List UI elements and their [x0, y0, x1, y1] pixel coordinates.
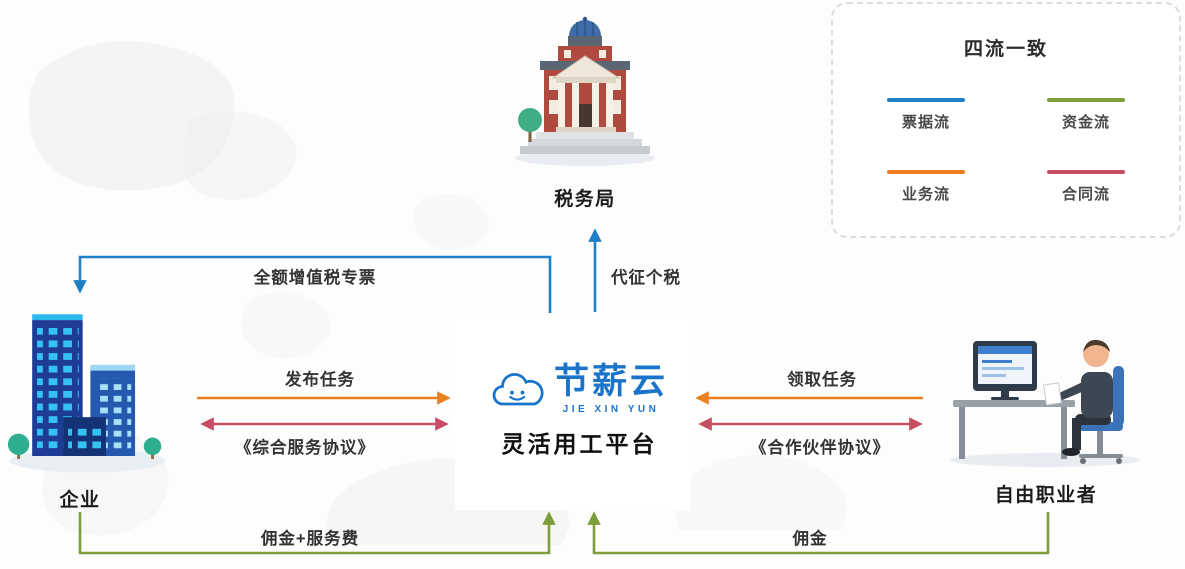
platform-subtitle: 灵活用工平台 [501, 430, 658, 457]
legend-title: 四流一致 [963, 39, 1048, 60]
dome-finial [582, 16, 588, 22]
architrave [556, 78, 616, 83]
building-steps [520, 132, 650, 154]
brand-row: 节薪云 JIE XIN YUN [491, 362, 668, 415]
flow-label-commission: 佣金 [792, 530, 828, 548]
brand-text-column: 节薪云 JIE XIN YUN [553, 362, 668, 415]
legend-card: 四流一致 票据流 资金流 业务流 合同流 [831, 2, 1181, 238]
legend-label: 合同流 [1061, 186, 1110, 203]
freelancer-label: 自由职业者 [994, 485, 1098, 506]
desk [953, 400, 1075, 459]
dome-pedestal [568, 36, 602, 46]
flow-label-withhold-tax: 代征个税 [611, 269, 681, 287]
business-flow-color-bar [887, 170, 965, 174]
freelancer-person [1043, 339, 1113, 456]
tree [7, 433, 30, 459]
side-windows [549, 76, 621, 114]
enterprise-label: 企业 [59, 490, 101, 511]
legend-label: 资金流 [1061, 114, 1110, 131]
platform-brand-name: 节薪云 [553, 362, 668, 402]
tax-bureau-label: 税务局 [554, 189, 616, 210]
flow-label-commission-service-fee: 佣金+服务费 [260, 530, 360, 548]
invoice-flow-color-bar [887, 98, 965, 102]
arrow-commission [587, 511, 1050, 555]
tax-bureau-illustration [515, 16, 655, 166]
tree [518, 108, 542, 142]
dome-ribs [576, 20, 594, 36]
arrow-vat-invoice [73, 255, 552, 313]
flow-label-service-agreement: 《综合服务协议》 [235, 439, 375, 457]
enterprise-illustration [7, 314, 166, 473]
tree [143, 437, 162, 459]
capital-flow-color-bar [1047, 98, 1125, 102]
arrow-commission-service-fee [78, 511, 556, 555]
contract-flow-color-bar [1047, 170, 1125, 174]
columns [558, 83, 613, 127]
freelancer-illustration [950, 339, 1140, 467]
platform-brand-latin: JIE XIN YUN [562, 403, 660, 415]
legend-item-business-flow: 业务流 [887, 170, 965, 204]
flow-label-partner-agreement: 《合作伙伴协议》 [750, 439, 890, 457]
platform-card: 节薪云 JIE XIN YUN 灵活用工平台 [455, 313, 690, 510]
monitor-icon [973, 341, 1037, 400]
legend-label: 票据流 [901, 114, 950, 131]
entrance-door [579, 104, 592, 127]
flow-label-publish-task: 发布任务 [285, 371, 355, 389]
legend-label: 业务流 [901, 186, 950, 203]
attic [558, 46, 612, 61]
cloud-logo-icon [492, 372, 544, 405]
legend-item-invoice-flow: 票据流 [887, 98, 965, 132]
flow-label-vat-invoice: 全额增值税专票 [253, 269, 377, 287]
legend-item-capital-flow: 资金流 [1047, 98, 1125, 132]
legend-item-contract-flow: 合同流 [1047, 170, 1125, 204]
front-block [63, 417, 106, 456]
column-base [556, 127, 616, 132]
flow-label-receive-task: 领取任务 [787, 371, 857, 389]
